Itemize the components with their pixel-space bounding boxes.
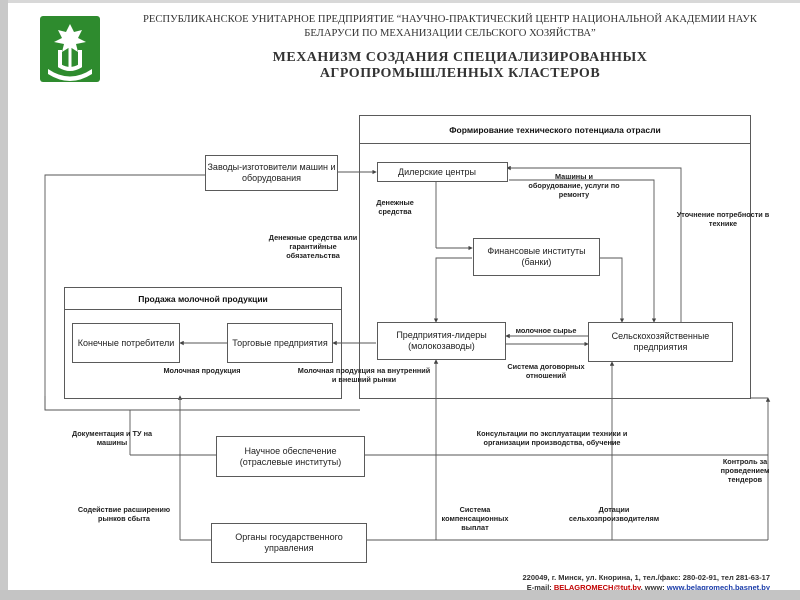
footer-contacts: E-mail: BELAGROMECH@tut.by, www: www.bel… <box>470 583 770 593</box>
government-bodies-box: Органы государственного управления <box>211 523 367 563</box>
label-money: Денежные средства <box>376 198 414 216</box>
website-link[interactable]: www.belagromech.basnet.by <box>666 583 770 592</box>
label-market-expansion: Содействие расширению рынков сбыта <box>77 505 171 523</box>
left-sidebar-strip <box>0 0 8 600</box>
leader-enterprises-box: Предприятия-лидеры (молокозаводы) <box>377 322 506 360</box>
label-subsidies: Дотации сельхозпроизводителям <box>568 505 660 523</box>
title-line-1: МЕХАНИЗМ СОЗДАНИЯ СПЕЦИАЛИЗИРОВАННЫХ <box>272 50 648 65</box>
end-consumers-box: Конечные потребители <box>72 323 180 363</box>
contact-footer: 220049, г. Минск, ул. Кнорина, 1, тел./ф… <box>470 573 770 593</box>
tree-leaf-emblem-icon <box>40 16 100 82</box>
label-money-guarantees: Денежные средства или гарантийные обязат… <box>268 233 358 260</box>
trade-enterprises-box: Торговые предприятия <box>227 323 333 363</box>
top-border <box>0 0 800 3</box>
label-raw-milk: молочное сырье <box>515 326 577 335</box>
tech-potential-frame-title: Формирование технического потенциала отр… <box>359 115 751 144</box>
org-line-2: БЕЛАРУСИ ПО МЕХАНИЗАЦИИ СЕЛЬСКОГО ХОЗЯЙС… <box>304 28 596 39</box>
footer-address: 220049, г. Минск, ул. Кнорина, 1, тел./ф… <box>522 573 770 582</box>
line-left-loop <box>44 174 360 411</box>
label-machines-services: Машины и оборудование, услуги по ремонту <box>528 172 620 199</box>
label-consulting: Консультации по эксплуатации техники и о… <box>476 429 628 447</box>
arrow-dealers-to-agri <box>509 179 657 323</box>
title-line-2: АГРОПРОМЫШЛЕННЫХ КЛАСТЕРОВ <box>319 66 601 81</box>
milk-sales-frame-title: Продажа молочной продукции <box>64 287 342 310</box>
dealers-box: Дилерские центры <box>377 162 508 182</box>
arrow-finance-to-leaders <box>433 257 472 323</box>
label-compensation: Система компенсационных выплат <box>441 505 509 532</box>
email-label: E-mail: <box>526 583 552 592</box>
arrow-machines-to-dealers <box>506 165 682 322</box>
financial-institutions-box: Финансовые институты (банки) <box>473 238 600 276</box>
email-link[interactable]: BELAGROMECH@tut.by <box>553 583 641 592</box>
label-dairy-markets: Молочная продукция на внутренний и внешн… <box>297 366 431 384</box>
manufacturers-box: Заводы-изготовители машин и оборудования <box>205 155 338 191</box>
page-title: МЕХАНИЗМ СОЗДАНИЯ СПЕЦИАЛИЗИРОВАННЫХ АГР… <box>180 50 740 82</box>
organization-header: РЕСПУБЛИКАНСКОЕ УНИТАРНОЕ ПРЕДПРИЯТИЕ “Н… <box>140 13 760 41</box>
agricultural-enterprises-box: Сельскохозяйственные предприятия <box>588 322 733 362</box>
bottom-border-strip <box>0 590 800 600</box>
label-dairy-products: Молочная продукция <box>163 366 241 375</box>
label-needs-specification: Уточнение потребности в технике <box>676 210 770 228</box>
label-contract-system: Система договорных отношений <box>507 362 585 380</box>
arrow-finance-to-agri <box>600 257 625 323</box>
scientific-support-box: Научное обеспечение (отраслевые институт… <box>216 436 365 477</box>
label-docs-tu: Документация и ТУ на машины <box>71 429 153 447</box>
org-line-1: РЕСПУБЛИКАНСКОЕ УНИТАРНОЕ ПРЕДПРИЯТИЕ “Н… <box>142 14 757 25</box>
label-tender-control: Контроль за проведением тендеров <box>720 457 770 484</box>
www-label: , www: <box>640 583 665 592</box>
